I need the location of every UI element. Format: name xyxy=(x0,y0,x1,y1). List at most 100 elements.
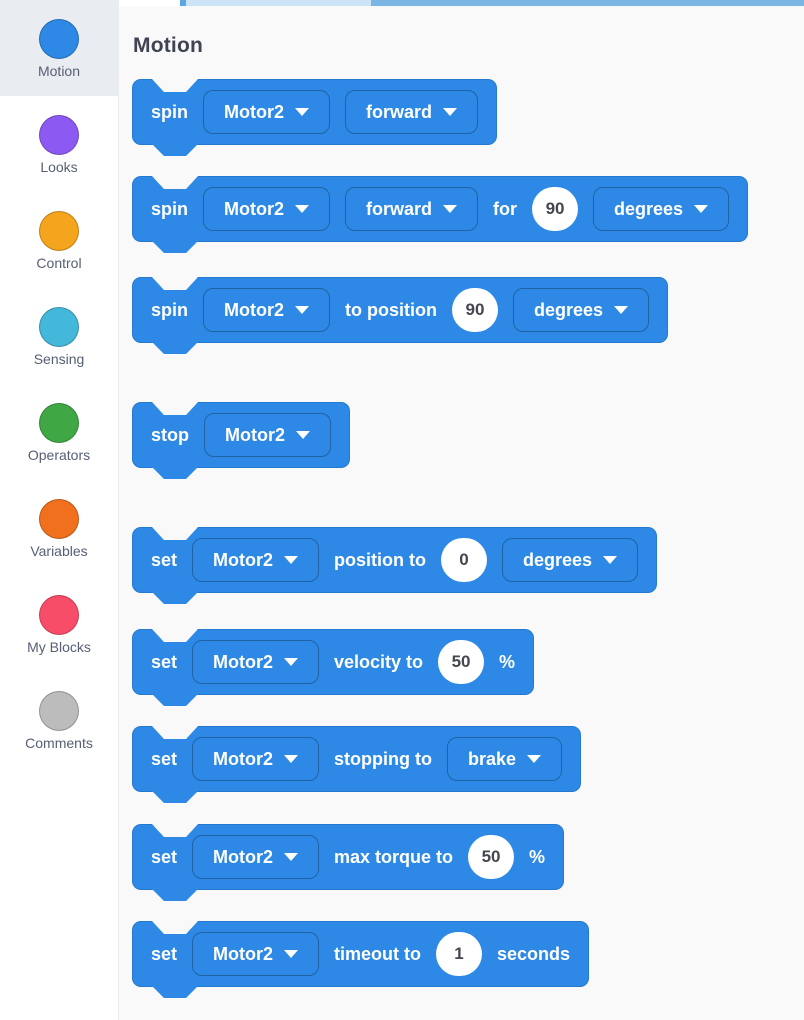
motor-dropdown[interactable]: Motor2 xyxy=(192,640,320,684)
chevron-down-icon xyxy=(694,205,709,213)
top-edge-strip xyxy=(118,0,804,6)
variables-category-icon xyxy=(39,498,79,539)
motor-dropdown[interactable]: Motor2 xyxy=(192,835,320,879)
dropdown-value: brake xyxy=(468,748,517,769)
sidebar-item-variables[interactable]: Variables xyxy=(0,480,118,576)
block-text: % xyxy=(529,847,546,867)
units-dropdown[interactable]: degrees xyxy=(502,538,639,582)
block-text: max torque to xyxy=(334,847,454,867)
position-input[interactable]: 0 xyxy=(441,538,487,582)
block-set-stopping[interactable]: set Motor2 stopping to brake xyxy=(133,727,581,791)
block-spin-direction[interactable]: spin Motor2 forward xyxy=(133,80,497,144)
units-dropdown[interactable]: degrees xyxy=(593,187,730,231)
units-dropdown[interactable]: degrees xyxy=(513,288,650,332)
block-text: stopping to xyxy=(334,749,432,769)
brake-mode-dropdown[interactable]: brake xyxy=(447,737,563,781)
dropdown-value: degrees xyxy=(523,549,593,570)
sidebar-item-label: Motion xyxy=(37,62,81,79)
operators-category-icon xyxy=(39,402,79,443)
chevron-down-icon xyxy=(295,108,310,116)
motor-dropdown[interactable]: Motor2 xyxy=(192,737,320,781)
torque-input[interactable]: 50 xyxy=(468,835,515,879)
motion-category-icon xyxy=(39,18,79,59)
block-text: set xyxy=(151,944,178,964)
chevron-down-icon xyxy=(284,658,299,666)
block-flyout: Motion spin Motor2 forward spin Motor2 f… xyxy=(118,0,804,1020)
sidebar-item-label: Variables xyxy=(30,542,88,559)
block-text: % xyxy=(499,652,516,672)
block-text: timeout to xyxy=(334,944,422,964)
dropdown-value: Motor2 xyxy=(213,943,274,964)
sidebar-item-label: Sensing xyxy=(33,350,85,367)
sidebar-item-comments[interactable]: Comments xyxy=(0,672,118,768)
block-set-velocity[interactable]: set Motor2 velocity to 50 % xyxy=(133,630,534,694)
block-text: seconds xyxy=(497,944,571,964)
top-edge-sliver xyxy=(180,0,186,6)
chevron-down-icon xyxy=(284,556,299,564)
chevron-down-icon xyxy=(603,556,618,564)
sidebar-item-looks[interactable]: Looks xyxy=(0,96,118,192)
comments-category-icon xyxy=(39,690,79,731)
dropdown-value: Motor2 xyxy=(225,424,285,445)
position-input[interactable]: 90 xyxy=(452,288,498,332)
block-text: to position xyxy=(345,300,437,320)
block-text: spin xyxy=(151,300,189,320)
sidebar-item-label: Operators xyxy=(27,446,91,463)
block-set-timeout[interactable]: set Motor2 timeout to 1 seconds xyxy=(133,922,589,986)
dropdown-value: Motor2 xyxy=(224,299,285,320)
block-text: position to xyxy=(334,550,426,570)
chevron-down-icon xyxy=(295,205,310,213)
sidebar-item-label: Control xyxy=(36,254,82,271)
dropdown-value: Motor2 xyxy=(213,748,274,769)
looks-category-icon xyxy=(39,114,79,155)
block-text: for xyxy=(493,199,518,219)
block-spin-to-position[interactable]: spin Motor2 to position 90 degrees xyxy=(133,278,668,342)
motor-dropdown[interactable]: Motor2 xyxy=(203,90,331,134)
category-palette: Motion Looks Control Sensing Operators V… xyxy=(0,0,119,1020)
chevron-down-icon xyxy=(296,431,310,439)
motor-dropdown[interactable]: Motor2 xyxy=(192,538,320,582)
dropdown-value: Motor2 xyxy=(224,198,285,219)
degrees-input[interactable]: 90 xyxy=(532,187,579,231)
sidebar-item-control[interactable]: Control xyxy=(0,192,118,288)
chevron-down-icon xyxy=(443,205,458,213)
dropdown-value: Motor2 xyxy=(213,549,274,570)
direction-dropdown[interactable]: forward xyxy=(345,90,479,134)
control-category-icon xyxy=(39,210,79,251)
block-set-position[interactable]: set Motor2 position to 0 degrees xyxy=(133,528,657,592)
chevron-down-icon xyxy=(284,950,299,958)
my-blocks-category-icon xyxy=(39,594,79,635)
timeout-input[interactable]: 1 xyxy=(436,932,483,976)
dropdown-value: degrees xyxy=(614,198,684,219)
velocity-input[interactable]: 50 xyxy=(438,640,485,684)
block-spin-for-degrees[interactable]: spin Motor2 forward for 90 degrees xyxy=(133,177,748,241)
chevron-down-icon xyxy=(284,853,299,861)
block-stop-motor[interactable]: stop Motor2 xyxy=(133,403,349,467)
block-text: spin xyxy=(151,199,189,219)
chevron-down-icon xyxy=(527,755,542,763)
motor-dropdown[interactable]: Motor2 xyxy=(192,932,320,976)
motor-dropdown[interactable]: Motor2 xyxy=(203,187,331,231)
dropdown-value: degrees xyxy=(534,299,604,320)
dropdown-value: Motor2 xyxy=(213,846,274,867)
sidebar-item-label: My Blocks xyxy=(27,638,91,655)
sidebar-item-label: Comments xyxy=(25,734,93,751)
dropdown-value: forward xyxy=(366,101,433,122)
chevron-down-icon xyxy=(443,108,458,116)
chevron-down-icon xyxy=(295,306,310,314)
block-text: set xyxy=(151,550,178,570)
sensing-category-icon xyxy=(39,306,79,347)
sidebar-item-motion[interactable]: Motion xyxy=(0,0,118,96)
direction-dropdown[interactable]: forward xyxy=(345,187,479,231)
motor-dropdown[interactable]: Motor2 xyxy=(203,288,331,332)
top-edge-steel xyxy=(371,0,804,6)
page-title: Motion xyxy=(133,34,204,58)
sidebar-item-sensing[interactable]: Sensing xyxy=(0,288,118,384)
sidebar-item-operators[interactable]: Operators xyxy=(0,384,118,480)
sidebar-item-label: Looks xyxy=(40,158,78,175)
dropdown-value: forward xyxy=(366,198,433,219)
block-set-max-torque[interactable]: set Motor2 max torque to 50 % xyxy=(133,825,564,889)
dropdown-value: Motor2 xyxy=(213,651,274,672)
motor-dropdown[interactable]: Motor2 xyxy=(204,413,331,457)
sidebar-item-my-blocks[interactable]: My Blocks xyxy=(0,576,118,672)
